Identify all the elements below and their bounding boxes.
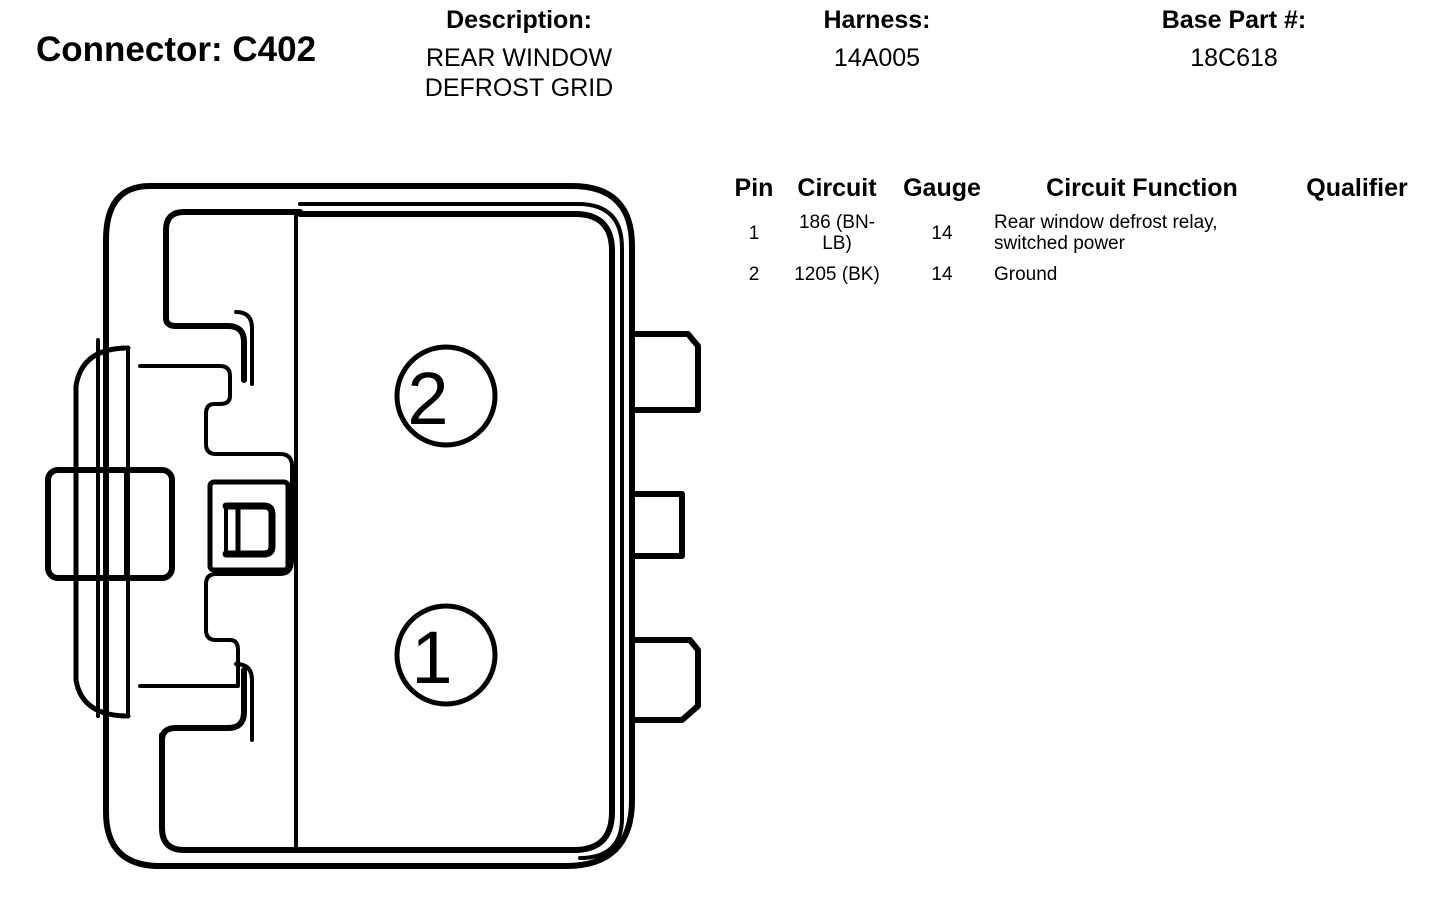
circuit-function-value: Rear window defrost relay, switched powe… xyxy=(992,206,1292,258)
pin-label-2: 2 xyxy=(407,357,448,440)
description-line: DEFROST GRID xyxy=(424,74,614,102)
latch-arm-bottom xyxy=(159,667,247,743)
table-row: 2 1205 (BK) 14 Ground xyxy=(726,258,1422,289)
column-header-circuit-function: Circuit Function xyxy=(1046,173,1238,202)
keyway-outer xyxy=(207,479,291,573)
circuit-value: 186 (BN-LB) xyxy=(782,206,892,258)
table-row: 1 186 (BN-LB) 14 Rear window defrost rel… xyxy=(726,206,1422,258)
description-block: Description: REAR WINDOW DEFROST GRID xyxy=(380,5,658,103)
description-label: Description: xyxy=(446,6,592,34)
circuit-text: 186 (BN-LB) xyxy=(798,212,876,254)
right-rib-bottom xyxy=(629,637,701,723)
pin-number: 1 xyxy=(748,222,760,244)
base-part-label: Base Part #: xyxy=(1161,6,1307,34)
qualifier-value xyxy=(1292,206,1422,258)
pin-number: 2 xyxy=(748,264,760,285)
pin-table-header: Pin Circuit Gauge Circuit Function Quali… xyxy=(726,170,1422,206)
harness-label: Harness: xyxy=(823,6,931,34)
pin-table: Pin Circuit Gauge Circuit Function Quali… xyxy=(726,170,1422,289)
gauge-value: 14 xyxy=(931,264,953,285)
harness-block: Harness: 14A005 xyxy=(760,5,994,73)
circuit-function-value: Ground xyxy=(992,258,1292,289)
right-rib-top xyxy=(629,331,701,413)
column-header-pin: Pin xyxy=(734,173,774,202)
circuit-text: 1205 (BK) xyxy=(794,264,880,285)
column-header-qualifier: Qualifier xyxy=(1306,173,1408,202)
keyway-inner xyxy=(222,502,276,558)
qualifier-value xyxy=(1292,258,1422,289)
description-line: REAR WINDOW xyxy=(425,44,613,72)
harness-value: 14A005 xyxy=(833,44,921,72)
circuit-function-text: Ground xyxy=(994,264,1058,285)
description-value: REAR WINDOW DEFROST GRID xyxy=(380,43,658,103)
connector-inner-border xyxy=(159,211,615,853)
pin-cavity-1 xyxy=(394,603,498,707)
connector-housing-outline xyxy=(103,183,635,869)
column-header-gauge: Gauge xyxy=(903,173,981,202)
connector-title: Connector: C402 xyxy=(36,30,317,69)
left-tab xyxy=(45,467,175,581)
pin-cavity-2 xyxy=(394,344,498,448)
base-part-block: Base Part #: 18C618 xyxy=(1120,5,1348,73)
circuit-value: 1205 (BK) xyxy=(782,258,892,289)
right-rib-middle xyxy=(629,491,685,559)
base-part-value: 18C618 xyxy=(1190,44,1278,72)
column-header-circuit: Circuit xyxy=(797,173,877,202)
circuit-function-text: Rear window defrost relay, switched powe… xyxy=(994,212,1218,254)
latch-arm-top xyxy=(163,209,303,383)
pin-label-1: 1 xyxy=(411,616,452,699)
connector-face-diagram: 2 1 xyxy=(45,183,701,869)
gauge-value: 14 xyxy=(931,222,953,244)
left-rail xyxy=(73,345,131,719)
left-channel xyxy=(138,364,294,688)
